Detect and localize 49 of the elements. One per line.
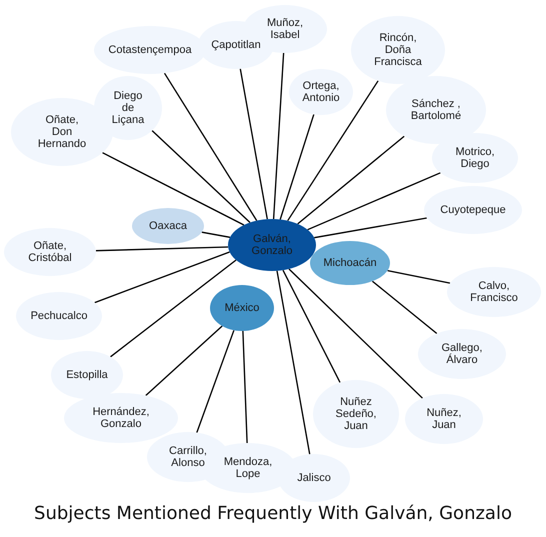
connector-line — [94, 251, 230, 304]
node-label: Nuñez, Juan — [426, 407, 462, 431]
node-label: Diego de Liçana — [112, 90, 144, 126]
connector-line — [110, 259, 236, 358]
connector-line — [372, 280, 438, 334]
connector-line — [145, 326, 223, 396]
focus-bubble — [228, 219, 316, 271]
connector-line — [152, 130, 250, 223]
node-label: Oñate, Don Hernando — [38, 114, 86, 150]
node-label: Calvo, Francisco — [470, 280, 518, 304]
connector-line — [96, 246, 228, 252]
connector-line — [288, 268, 423, 399]
node-label: Ortega, Antonio — [302, 80, 340, 104]
connector-line — [272, 52, 284, 220]
node-label: Muñoz, Isabel — [266, 17, 304, 41]
node-label: Pechucalco — [30, 310, 88, 322]
connector-line — [240, 68, 268, 220]
connector-line — [282, 270, 341, 383]
connector-line — [280, 114, 314, 220]
connector-line — [314, 217, 427, 238]
connector-line — [102, 152, 244, 226]
node-label: Oñate, Cristóbal — [28, 240, 72, 264]
node-label: México — [224, 302, 260, 314]
connector-line — [297, 136, 405, 224]
connector-line — [276, 270, 310, 454]
connector-line — [287, 80, 379, 222]
node-label: Mendoza, Lope — [224, 456, 272, 480]
node-label: Nuñez Sedeño, Juan — [336, 396, 376, 432]
node-label: Hernández, Gonzalo — [92, 406, 150, 430]
node-label: Galván, Gonzalo — [252, 233, 292, 257]
node-label: Gallego, Álvaro — [442, 342, 482, 366]
connector-line — [242, 330, 248, 444]
node-label: Rincón, Doña Francisca — [374, 32, 422, 68]
node-label: Carrillo, Alonso — [169, 445, 207, 469]
connector-line — [196, 330, 235, 433]
node-label: Jalisco — [297, 472, 331, 484]
node-label: Sánchez , Bartolomé — [410, 98, 462, 122]
node-label: Estopilla — [66, 369, 108, 381]
connector-line — [307, 172, 441, 230]
connector-line — [164, 72, 258, 221]
node-label: Cotastençempoa — [108, 44, 192, 56]
connector-line — [387, 270, 450, 284]
node-label: Motrico, Diego — [455, 146, 495, 170]
node-label: Oaxaca — [149, 220, 187, 232]
diagram-title: Subjects Mentioned Frequently With Galván, Gonzalo — [34, 503, 512, 525]
node-label: Cuyotepeque — [440, 204, 506, 216]
connector-line — [202, 232, 230, 238]
node-label: Çapotitlan — [211, 39, 261, 51]
node-label: Michoacán — [323, 257, 377, 269]
